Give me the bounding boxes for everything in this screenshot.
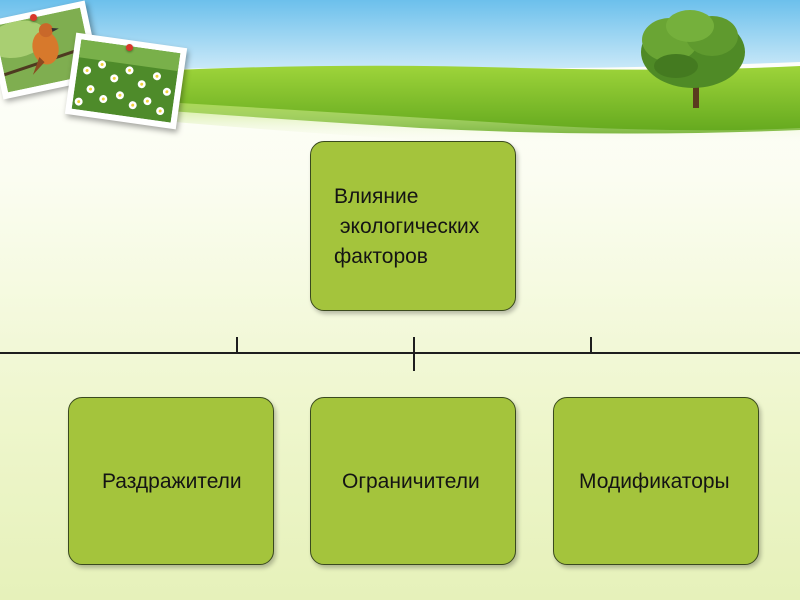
child-node-label: Раздражители bbox=[102, 470, 242, 493]
grass-band bbox=[130, 65, 800, 146]
child-node-label: Модификаторы bbox=[579, 470, 730, 493]
pin-icon bbox=[30, 14, 37, 21]
sky bbox=[0, 0, 800, 78]
child-node-irritants: Раздражители bbox=[68, 397, 274, 565]
flower-icon bbox=[71, 39, 181, 123]
tree-icon bbox=[641, 10, 745, 108]
child-node-limiters: Ограничители bbox=[310, 397, 516, 565]
root-node: Влияние экологических факторов bbox=[310, 141, 516, 311]
child-node-label: Ограничители bbox=[342, 470, 480, 493]
child-node-modifiers: Модификаторы bbox=[553, 397, 759, 565]
daisies-photo bbox=[64, 32, 188, 130]
pin-icon bbox=[126, 44, 133, 51]
root-node-label: Влияние экологических факторов bbox=[334, 185, 480, 268]
